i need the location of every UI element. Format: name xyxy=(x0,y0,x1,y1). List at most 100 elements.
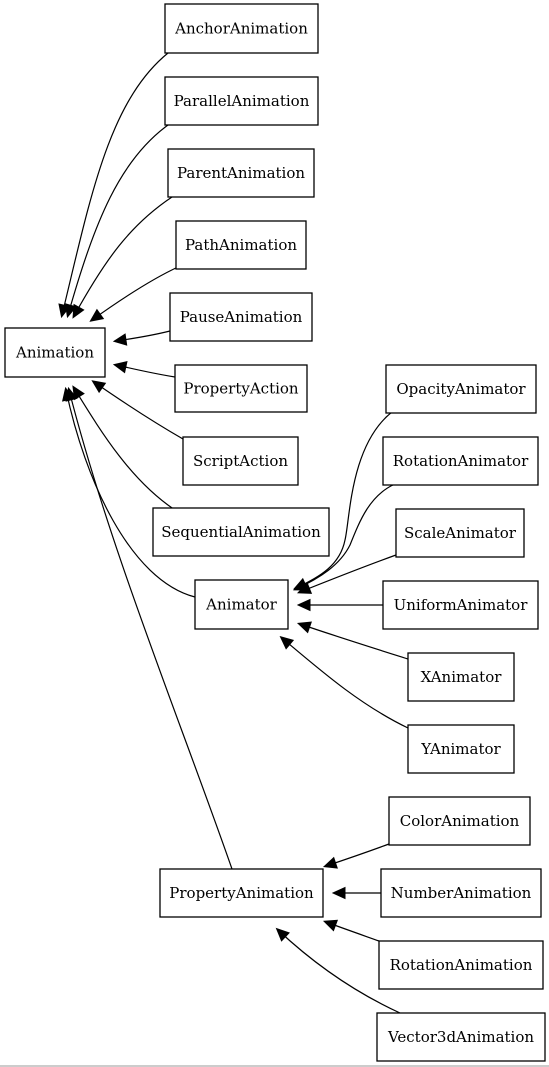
node-box xyxy=(182,436,299,486)
edge-path-to-animation xyxy=(89,266,179,322)
node-label: SequentialAnimation xyxy=(161,523,321,541)
edge-xanim-to-animator xyxy=(296,621,409,660)
node-box xyxy=(395,508,525,558)
arrow-head-icon xyxy=(296,621,312,634)
node-box xyxy=(164,76,319,126)
arrow-head-icon xyxy=(72,303,85,319)
node-label: UniformAnimator xyxy=(394,596,529,614)
edge-line xyxy=(65,389,196,598)
edge-propaction-to-animation xyxy=(112,361,176,378)
node-box xyxy=(382,436,539,486)
edge-script-to-animation xyxy=(91,380,184,440)
node-box xyxy=(174,364,308,413)
edge-line xyxy=(91,266,179,321)
node-propaction: PropertyAction xyxy=(174,364,308,413)
edge-line xyxy=(61,52,169,316)
edge-rotanimation-to-propanimation xyxy=(322,919,380,942)
node-xanim: XAnimator xyxy=(407,652,515,702)
node-uniform: UniformAnimator xyxy=(382,580,539,630)
arrow-head-icon xyxy=(112,333,128,346)
node-box xyxy=(407,724,515,774)
node-script: ScriptAction xyxy=(182,436,299,486)
edges-layer xyxy=(58,52,409,1014)
node-color: ColorAnimation xyxy=(388,796,531,846)
edge-yanim-to-animator xyxy=(279,635,409,729)
edge-line xyxy=(73,196,173,317)
node-parallel: ParallelAnimation xyxy=(164,76,319,126)
node-label: Animator xyxy=(205,596,278,614)
node-label: Vector3dAnimation xyxy=(387,1028,534,1046)
node-box xyxy=(159,868,324,918)
node-label: XAnimator xyxy=(421,668,503,686)
node-yanim: YAnimator xyxy=(407,724,515,774)
arrow-head-icon xyxy=(296,598,311,612)
node-rotanimator: RotationAnimator xyxy=(382,436,539,486)
node-label: PathAnimation xyxy=(185,236,297,254)
edge-line xyxy=(67,124,169,316)
node-box xyxy=(164,3,319,54)
edge-propanimation-to-animation xyxy=(65,386,233,870)
edge-line xyxy=(73,387,176,511)
arrow-head-icon xyxy=(322,919,339,932)
edge-pause-to-animation xyxy=(112,330,171,346)
node-opacity: OpacityAnimator xyxy=(385,364,537,414)
node-label: ParallelAnimation xyxy=(174,92,310,110)
node-label: YAnimator xyxy=(420,740,501,758)
node-animation: Animation xyxy=(4,327,106,378)
node-label: OpacityAnimator xyxy=(396,380,526,398)
edge-anchor-to-animation xyxy=(58,52,169,319)
node-box xyxy=(382,580,539,630)
node-box xyxy=(4,327,106,378)
node-label: ScriptAction xyxy=(193,452,288,470)
node-scale: ScaleAnimator xyxy=(395,508,525,558)
edge-line xyxy=(68,389,233,870)
node-box xyxy=(167,148,315,198)
nodes-layer: Animation AnchorAnimationParallelAnimatio… xyxy=(4,3,546,1062)
node-label: Animation xyxy=(15,344,94,362)
edge-scale-to-animator xyxy=(297,554,397,594)
edge-line xyxy=(281,637,409,729)
arrow-head-icon xyxy=(91,380,107,394)
edge-number-to-propanimation xyxy=(331,886,381,900)
node-label: AnchorAnimation xyxy=(174,20,308,38)
edge-line xyxy=(295,411,393,589)
node-box xyxy=(388,796,531,846)
edge-line xyxy=(299,554,397,593)
node-label: RotationAnimation xyxy=(390,956,533,974)
arrow-head-icon xyxy=(89,308,105,322)
arrow-head-icon xyxy=(297,582,313,594)
node-vector3d: Vector3dAnimation xyxy=(376,1012,546,1062)
node-animator: Animator xyxy=(194,579,289,630)
edge-animator-to-animation xyxy=(62,386,196,598)
node-label: ColorAnimation xyxy=(400,812,520,830)
node-number: NumberAnimation xyxy=(380,868,542,918)
node-box xyxy=(169,292,313,342)
edge-uniform-to-animator xyxy=(296,598,383,612)
node-propanimation: PropertyAnimation xyxy=(159,868,324,918)
edge-vector3d-to-propanimation xyxy=(275,927,401,1014)
node-label: PropertyAnimation xyxy=(169,884,314,902)
node-box xyxy=(175,220,307,270)
node-box xyxy=(385,364,537,414)
edge-line xyxy=(93,381,184,440)
edge-color-to-propanimation xyxy=(322,843,390,869)
node-label: NumberAnimation xyxy=(391,884,532,902)
node-label: ScaleAnimator xyxy=(404,524,517,542)
node-parent: ParentAnimation xyxy=(167,148,315,198)
node-box xyxy=(194,579,289,630)
edge-sequential-to-animation xyxy=(72,385,176,511)
edge-line xyxy=(295,483,396,590)
edge-parent-to-animation xyxy=(72,196,173,319)
arrow-head-icon xyxy=(331,886,346,900)
node-box xyxy=(380,868,542,918)
node-label: RotationAnimator xyxy=(393,452,529,470)
node-path: PathAnimation xyxy=(175,220,307,270)
node-sequential: SequentialAnimation xyxy=(152,507,330,557)
node-pause: PauseAnimation xyxy=(169,292,313,342)
arrow-head-icon xyxy=(322,856,338,869)
node-box xyxy=(152,507,330,557)
node-box xyxy=(407,652,515,702)
arrow-head-icon xyxy=(112,361,128,374)
node-label: ParentAnimation xyxy=(177,164,305,182)
